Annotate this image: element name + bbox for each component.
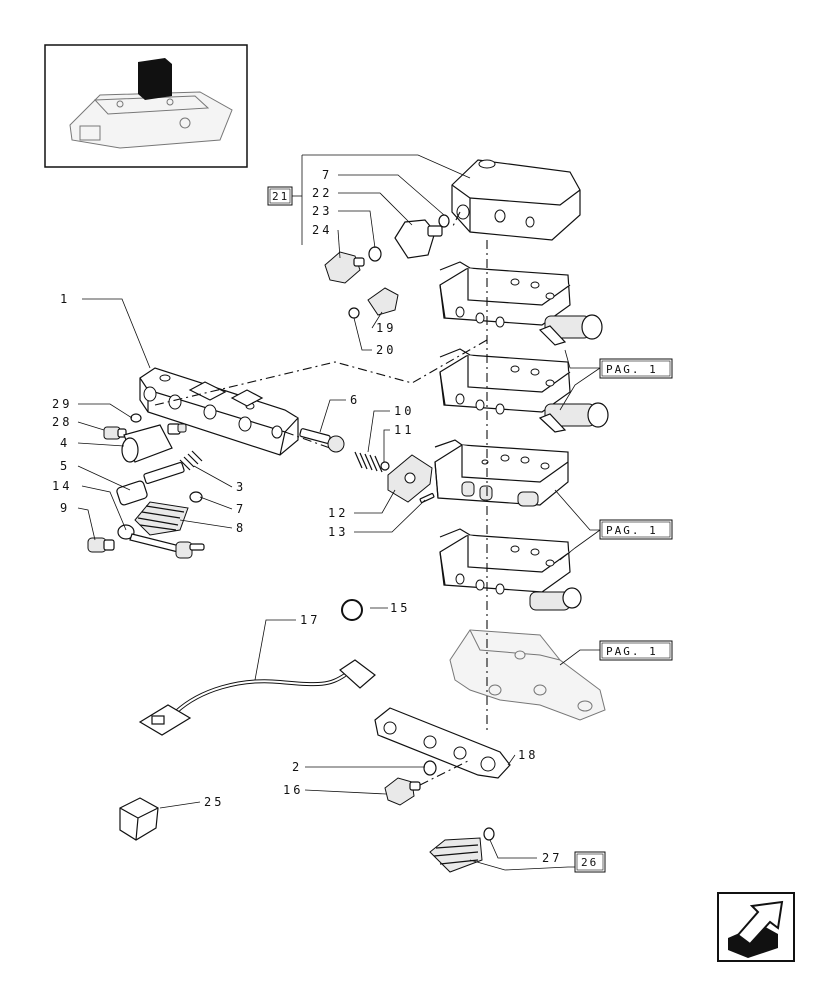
reference-boxes: 21 26 PAG. 1 PAG. 1 PAG. 1	[267, 186, 673, 873]
callout-9: 9	[60, 501, 70, 515]
callout-22: 22	[312, 186, 332, 200]
part-11-oring	[380, 461, 390, 471]
part-27-oring	[483, 827, 495, 841]
overview-thumbnail[interactable]	[44, 44, 248, 168]
svg-text:PAG. 1: PAG. 1	[606, 645, 658, 658]
part-5-cap-screw	[116, 461, 185, 506]
callout-4: 4	[60, 436, 70, 450]
part-8-bellows	[134, 501, 189, 536]
next-page-arrow-icon[interactable]	[717, 892, 795, 962]
part-12-cover-plate	[387, 454, 433, 503]
callout-23: 23	[312, 204, 332, 218]
part-16-plug	[384, 777, 421, 806]
callout-28: 28	[52, 415, 72, 429]
part-3-spring	[179, 450, 203, 471]
part-4-coil	[121, 423, 187, 463]
callout-25: 25	[204, 795, 224, 809]
part-6-bolt	[299, 428, 345, 453]
leader-lines	[77, 154, 601, 871]
callout-5: 5	[60, 459, 70, 473]
valve-section-2	[439, 348, 609, 433]
part-23-washer	[368, 246, 382, 262]
callout-10: 10	[394, 404, 414, 418]
manifold-block	[139, 367, 299, 456]
callout-11: 11	[394, 423, 414, 437]
part-24-plug	[324, 251, 365, 284]
part-19-plug	[367, 287, 399, 316]
part-22-valve	[394, 219, 443, 259]
ref-box-21[interactable]: 21	[267, 186, 293, 206]
part-10-spring	[354, 451, 383, 473]
part-2-oring	[423, 760, 437, 776]
callouts: 1 2 3 4 5 6 7 7 8 9 10 11 12 13 14 15 16…	[52, 168, 562, 865]
part-7-oring-upper	[438, 214, 450, 228]
callout-13: 13	[328, 525, 348, 539]
callout-14: 14	[52, 479, 72, 493]
callout-24: 24	[312, 223, 332, 237]
part-14-lever	[117, 524, 205, 559]
callout-18: 18	[518, 748, 538, 762]
part-28-plug	[103, 426, 127, 440]
ref-box-pag-1-a[interactable]: PAG. 1	[599, 358, 673, 379]
valve-stack	[434, 159, 609, 730]
callout-29: 29	[52, 397, 72, 411]
ref-box-26[interactable]: 26	[574, 851, 606, 873]
part-26-bellows	[429, 837, 483, 873]
svg-text:21: 21	[272, 190, 289, 203]
callout-15: 15	[390, 601, 410, 615]
callout-2: 2	[292, 760, 302, 774]
part-29-oring	[130, 413, 142, 423]
callout-27: 27	[542, 851, 562, 865]
part-15-oring	[341, 599, 363, 621]
ref-box-pag-1-b[interactable]: PAG. 1	[599, 519, 673, 540]
callout-7-lower: 7	[236, 502, 246, 516]
manifold-connect-line	[154, 339, 488, 406]
part-25-relay	[119, 797, 159, 841]
part-17-harness	[138, 659, 376, 736]
svg-text:PAG. 1: PAG. 1	[606, 524, 658, 537]
ref-box-pag-1-c[interactable]: PAG. 1	[599, 640, 673, 661]
callout-20: 20	[376, 343, 396, 357]
part-7-oring-lower	[189, 491, 203, 503]
part-20-oring	[348, 307, 360, 319]
callout-3: 3	[236, 480, 246, 494]
callout-17: 17	[300, 613, 320, 627]
callout-12: 12	[328, 506, 348, 520]
part-18-bracket	[374, 707, 511, 779]
valve-section-1	[439, 261, 603, 346]
top-cover-block	[451, 159, 581, 241]
base-casting	[449, 629, 606, 721]
valve-section-3	[434, 439, 569, 507]
part-9-plug	[87, 537, 115, 553]
callout-8: 8	[236, 521, 246, 535]
callout-1: 1	[60, 292, 70, 306]
valve-section-4	[439, 528, 582, 611]
svg-text:26: 26	[581, 856, 598, 869]
callout-16: 16	[283, 783, 303, 797]
callout-7-upper: 7	[322, 168, 332, 182]
callout-19: 19	[376, 321, 396, 335]
part-13-screw	[419, 492, 435, 504]
callout-6: 6	[350, 393, 360, 407]
svg-text:PAG. 1: PAG. 1	[606, 363, 658, 376]
